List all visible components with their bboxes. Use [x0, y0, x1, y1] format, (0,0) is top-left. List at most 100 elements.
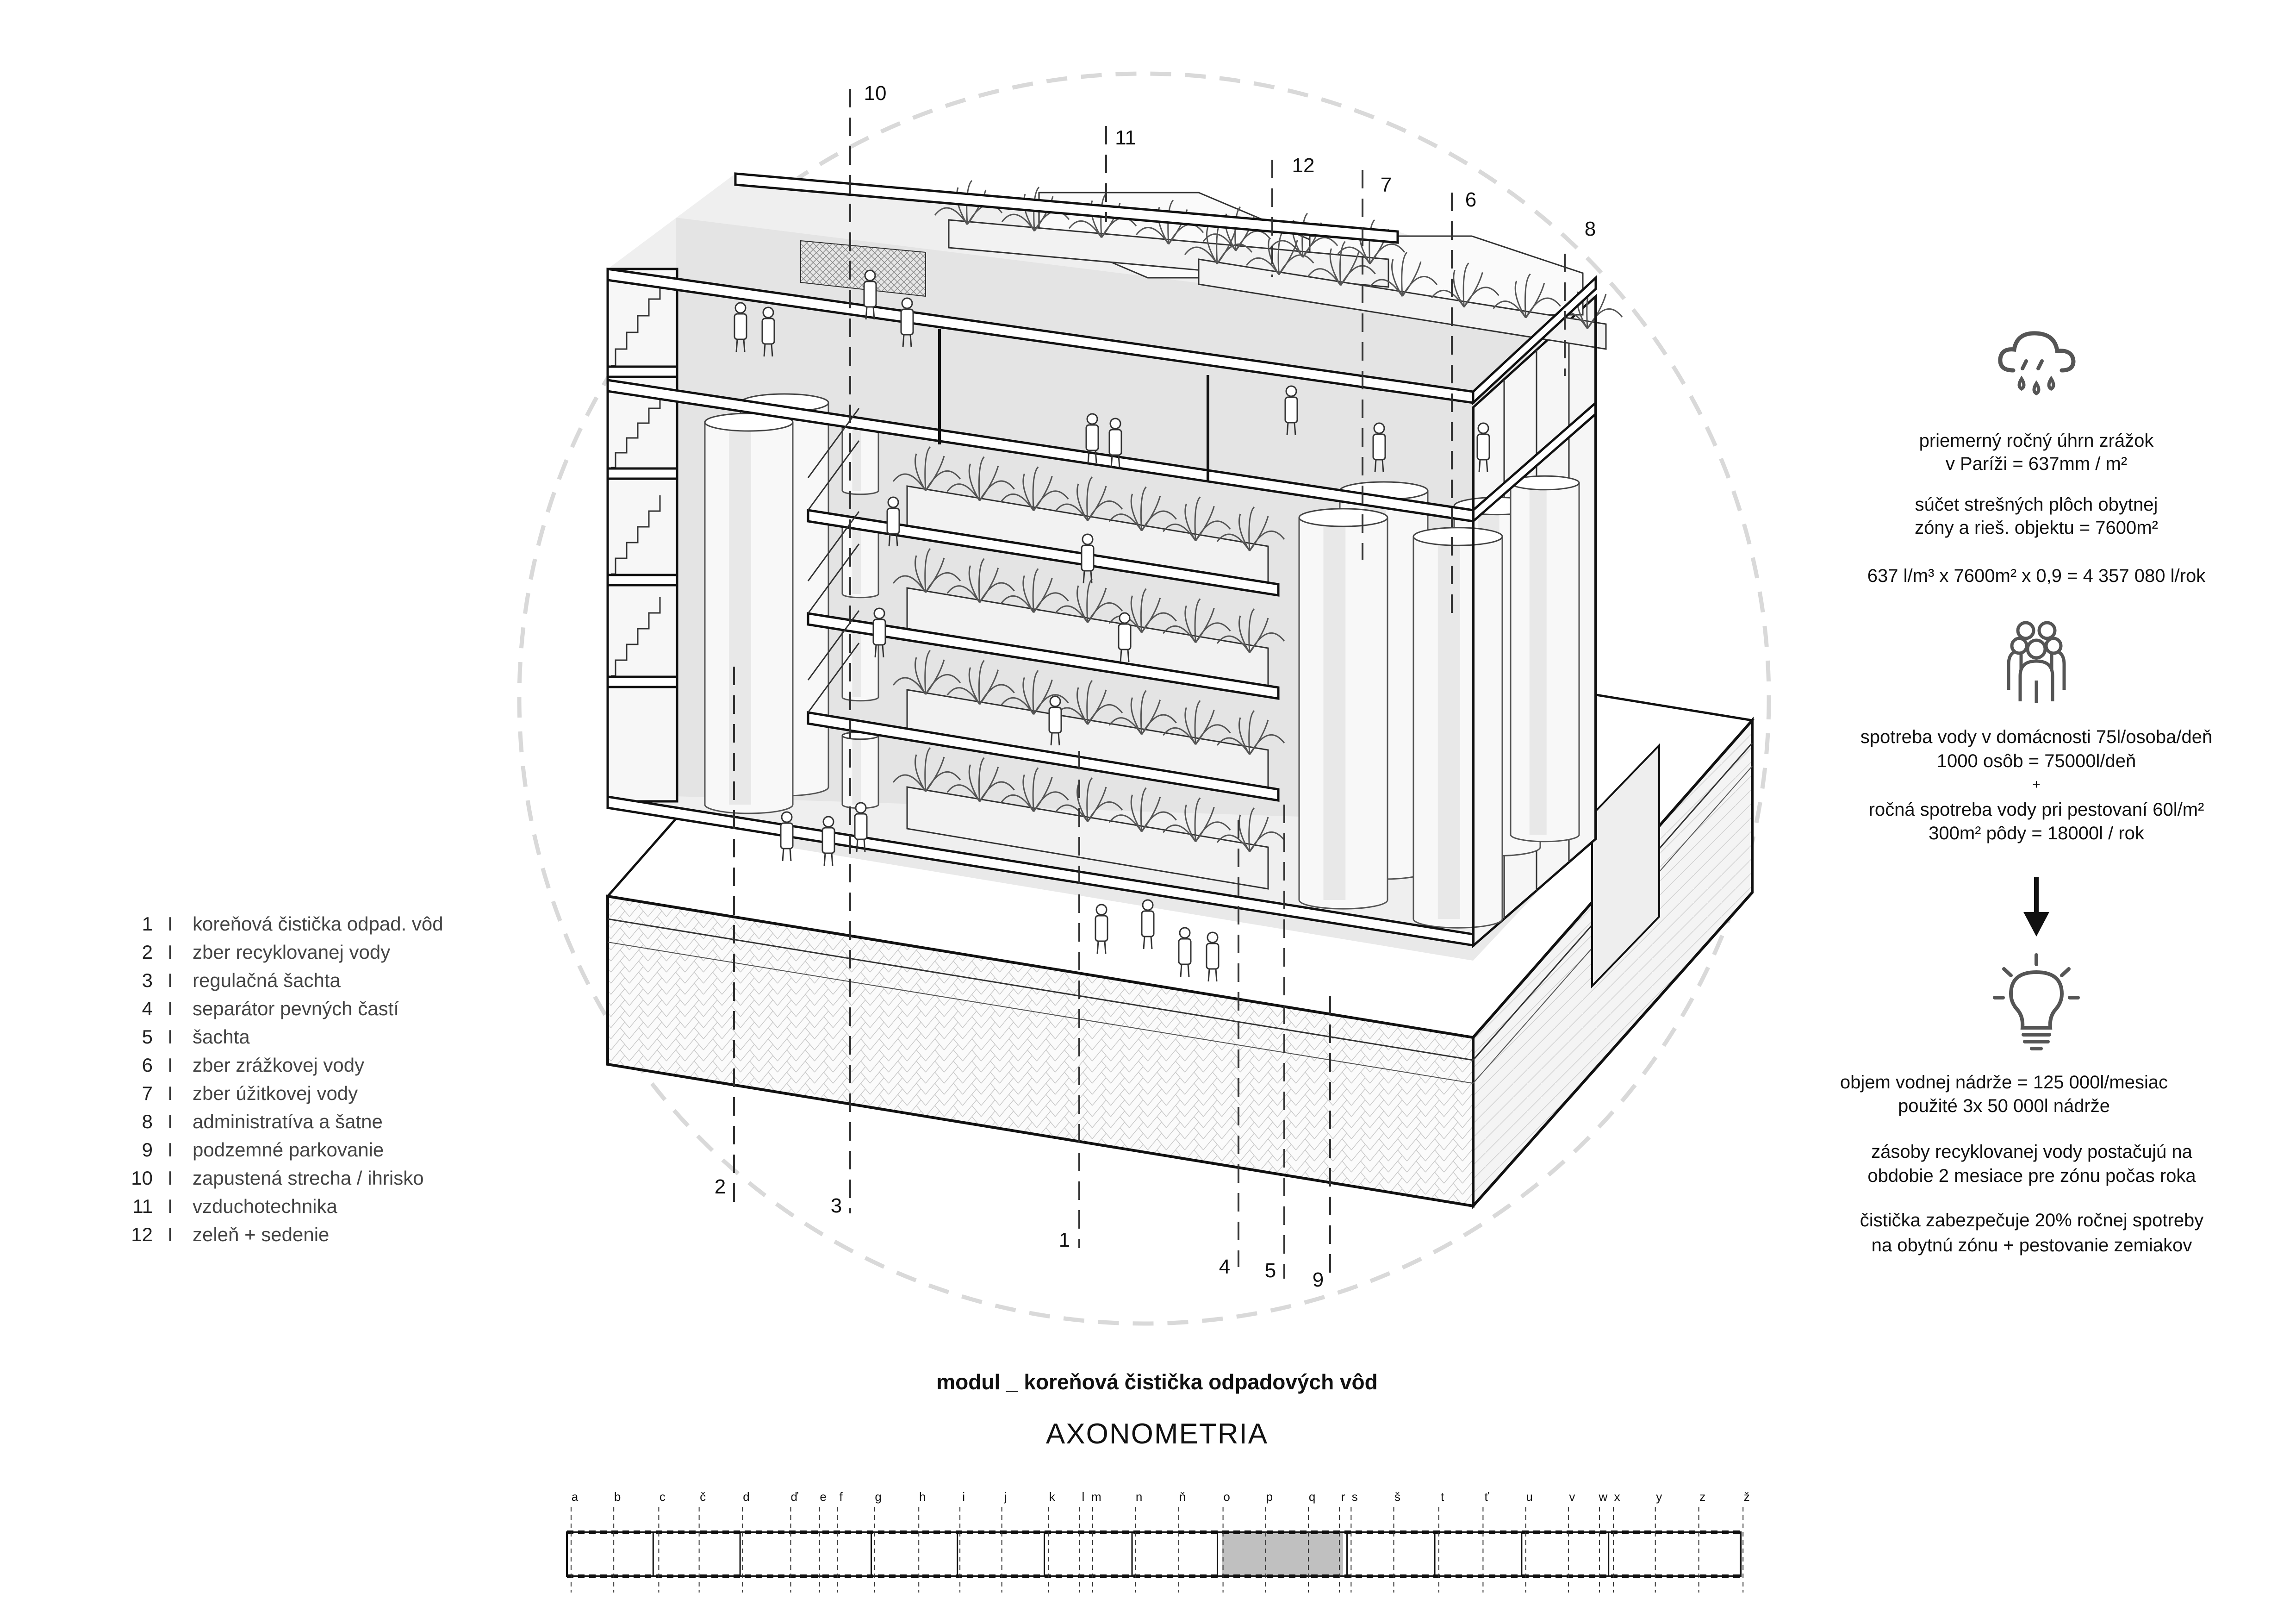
legend-separator: I: [168, 998, 173, 1019]
legend-item-text: zber úžitkovej vody: [193, 1082, 358, 1104]
plant: [892, 548, 961, 593]
tank-shading: [852, 525, 861, 594]
tank-shading: [1323, 518, 1346, 900]
plant: [1054, 578, 1123, 623]
base-slab-line: [607, 942, 1474, 1084]
plant: [1001, 568, 1069, 613]
callout-4: 4: [1219, 1255, 1231, 1278]
grid-axis-label: ď: [790, 1490, 798, 1504]
grid-axis-label: o: [1223, 1490, 1230, 1504]
legend-number: 8: [142, 1111, 153, 1132]
grid-axis-label: d: [743, 1490, 750, 1504]
person-figure: [900, 297, 914, 348]
grid-axis-label: m: [1091, 1490, 1101, 1504]
guide-circle: [517, 71, 1771, 1326]
grid-axis-label: t: [1441, 1490, 1444, 1504]
legend-number: 3: [142, 969, 153, 991]
plant: [946, 456, 1015, 501]
info-rain-calc: 637 l/m³ x 7600m² x 0,9 = 4 357 080 l/ro…: [1867, 566, 2206, 586]
person-figure: [1048, 695, 1062, 746]
tank-top: [1412, 527, 1503, 546]
left-facade: [606, 268, 678, 803]
plant: [892, 650, 961, 695]
info-consumption-line: 1000 osôb = 75000l/deň: [1936, 751, 2136, 771]
person-figure: [1206, 931, 1220, 982]
drawing-subtitle: modul _ koreňová čistička odpadových vôd: [936, 1370, 1378, 1394]
plant: [1054, 476, 1123, 521]
person-figure: [780, 811, 794, 862]
info-rain-line: zóny a rieš. objektu = 7600m²: [1915, 518, 2158, 538]
grid-axis-label: y: [1656, 1490, 1662, 1504]
plant: [892, 747, 961, 792]
grid-axis-label: k: [1049, 1490, 1055, 1504]
info-result-line: čistička zabezpečuje 20% ročnej spotreby: [1860, 1210, 2204, 1230]
water-tanks: [704, 393, 1580, 929]
plant: [1001, 767, 1069, 812]
legend-number: 12: [131, 1224, 153, 1245]
legend-item-text: administratíva a šatne: [193, 1111, 383, 1132]
legend-item-text: separátor pevných častí: [193, 998, 399, 1019]
roof-mesh-fence: [800, 240, 926, 297]
grid-axis-label: r: [1341, 1490, 1345, 1504]
floor-slab: [1472, 275, 1597, 406]
legend-separator: I: [168, 1111, 173, 1132]
info-result-line: objem vodnej nádrže = 125 000l/mesiac: [1840, 1072, 2168, 1093]
callout-leaders: [733, 89, 1566, 1282]
plant: [1493, 273, 1561, 319]
plant: [1216, 608, 1285, 653]
info-result-line: na obytnú zónu + pestovanie zemiakov: [1871, 1235, 2192, 1255]
plant: [1163, 797, 1231, 843]
person-figure: [734, 302, 747, 352]
tank-shading: [729, 422, 751, 805]
grid-axis-label: w: [1599, 1490, 1608, 1504]
grid-axis-label: b: [614, 1490, 621, 1504]
callout-9: 9: [1312, 1268, 1324, 1291]
plant: [1108, 690, 1177, 735]
legend-separator: I: [168, 1139, 173, 1161]
legend-separator: I: [168, 913, 173, 935]
person-figure: [1085, 413, 1099, 463]
legend-item-text: podzemné parkovanie: [193, 1139, 384, 1161]
legend-number: 1: [142, 913, 153, 935]
grid-axis-label: e: [820, 1490, 827, 1504]
person-figure: [854, 802, 868, 852]
plant: [1054, 777, 1123, 822]
legend-number: 11: [132, 1195, 153, 1217]
plant: [946, 757, 1015, 802]
plant: [1246, 230, 1314, 275]
drawing-title: AXONOMETRIA: [1045, 1418, 1269, 1450]
facade-slab: [606, 467, 678, 480]
grid-axis-label: c: [659, 1490, 666, 1504]
plant: [1431, 262, 1500, 308]
callout-5: 5: [1264, 1259, 1276, 1282]
highlighted-module: [1222, 1532, 1344, 1576]
legend-item-text: zapustená strecha / ihrisko: [193, 1167, 424, 1189]
facade-slab: [606, 365, 678, 378]
root-zone-planter: [1198, 258, 1607, 350]
facade-slab: [606, 675, 678, 688]
legend-number: 10: [131, 1167, 153, 1189]
grid-axis-label: ň: [1179, 1490, 1186, 1504]
person-figure: [1372, 422, 1386, 473]
tank-shading: [1437, 537, 1460, 919]
grid-axis-label: j: [1004, 1490, 1007, 1504]
grid-axis-label: p: [1266, 1490, 1273, 1504]
grid-axis-label: v: [1569, 1490, 1575, 1504]
callout-12: 12: [1292, 154, 1315, 177]
person-figure: [1118, 612, 1132, 662]
callout-2: 2: [714, 1175, 726, 1198]
arrow-down-icon: [2023, 877, 2049, 937]
info-rain-line: súčet strešných plôch obytnej: [1915, 494, 2158, 515]
plant: [946, 660, 1015, 705]
grid-axis-label: h: [919, 1490, 926, 1504]
base-slab-line: [607, 918, 1474, 1061]
grid-axis-label: x: [1614, 1490, 1620, 1504]
plant: [1307, 241, 1376, 286]
planters: [892, 180, 1623, 890]
info-result-line: obdobie 2 mesiace pre zónu počas roka: [1867, 1166, 2196, 1186]
people: [734, 269, 1490, 982]
plant: [1369, 251, 1438, 297]
callout-7: 7: [1380, 174, 1392, 196]
grid-axis-label: i: [962, 1490, 965, 1504]
